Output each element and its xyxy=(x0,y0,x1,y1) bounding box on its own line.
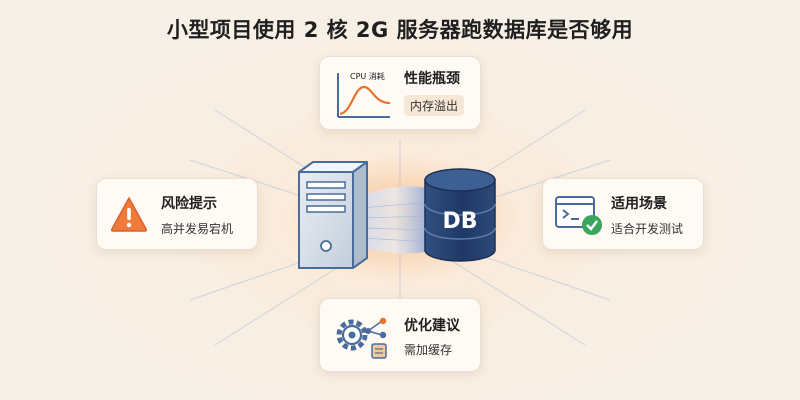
database-label: DB xyxy=(442,209,477,234)
server-icon xyxy=(298,161,368,269)
risk-title: 风险提示 xyxy=(161,196,217,212)
scenario-subtitle: 适合开发测试 xyxy=(611,222,684,236)
server-database-illustration: DB xyxy=(288,156,518,280)
risk-card: 风险提示 高并发易宕机 xyxy=(96,178,258,250)
cpu-load-chart-icon xyxy=(337,73,391,118)
performance-card: CPU 消耗 性能瓶颈 内存溢出 xyxy=(319,56,481,130)
page-title: 小型项目使用 2 核 2G 服务器跑数据库是否够用 xyxy=(166,18,634,42)
memory-overflow-tag: 内存溢出 xyxy=(404,95,465,116)
terminal-check-icon xyxy=(555,196,602,235)
gear-network-icon xyxy=(336,317,387,359)
cpu-chart-label: CPU 消耗 xyxy=(350,72,385,81)
scenario-card: 适用场景 适合开发测试 xyxy=(542,178,704,250)
scenario-title: 适用场景 xyxy=(611,196,667,212)
performance-title: 性能瓶颈 xyxy=(404,71,460,87)
optimization-title: 优化建议 xyxy=(404,318,460,334)
optimization-subtitle: 需加缓存 xyxy=(404,343,453,357)
optimization-card: 优化建议 需加缓存 xyxy=(319,298,481,372)
warning-icon xyxy=(110,197,148,232)
risk-subtitle: 高并发易宕机 xyxy=(161,222,234,236)
database-icon: DB xyxy=(424,168,496,262)
